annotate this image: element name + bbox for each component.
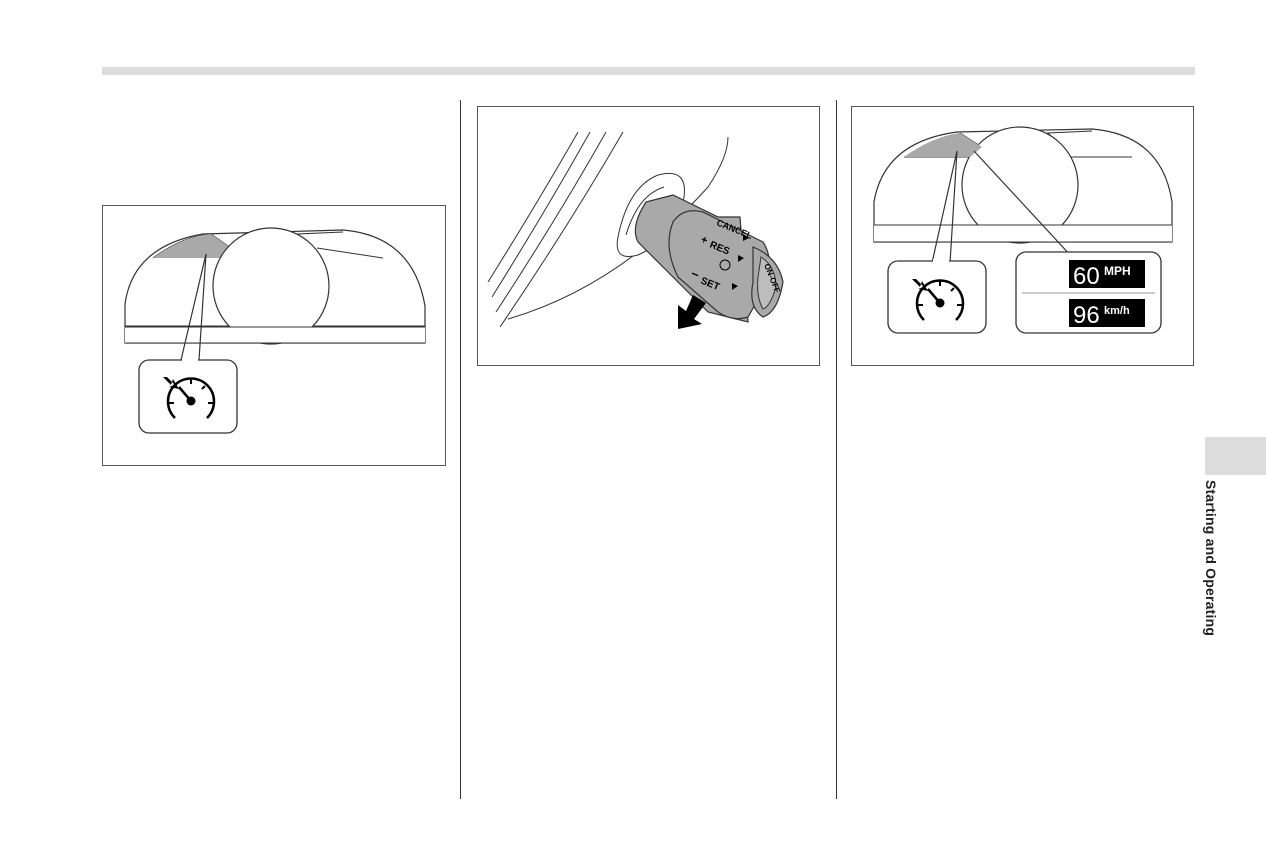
cruise-control-indicator-icon [163,377,216,419]
cluster-illustration [124,227,426,434]
down-arrow-icon [678,295,706,329]
column-divider-2 [836,100,837,799]
kmh-value: 96 [1073,302,1100,329]
column-divider-1 [460,100,461,799]
figure-cruise-lever: CANCEL + RES − SET ON-OFF [477,106,820,366]
mph-value: 60 [1073,263,1100,290]
cruise-control-indicator-icon [912,279,965,321]
section-tab-label: Starting and Operating [1203,480,1219,637]
cluster-speed-illustration: 60 MPH 96 km/h [873,126,1173,334]
figure-cluster-indicator [102,205,446,466]
section-tab [1205,437,1266,475]
header-rule [102,67,1195,75]
mph-unit: MPH [1104,264,1131,278]
kmh-unit: km/h [1104,305,1130,317]
lever-illustration: CANCEL + RES − SET ON-OFF [487,131,784,329]
plus-sign: + [699,234,709,248]
figure-cluster-speed-display: 60 MPH 96 km/h [851,106,1194,366]
